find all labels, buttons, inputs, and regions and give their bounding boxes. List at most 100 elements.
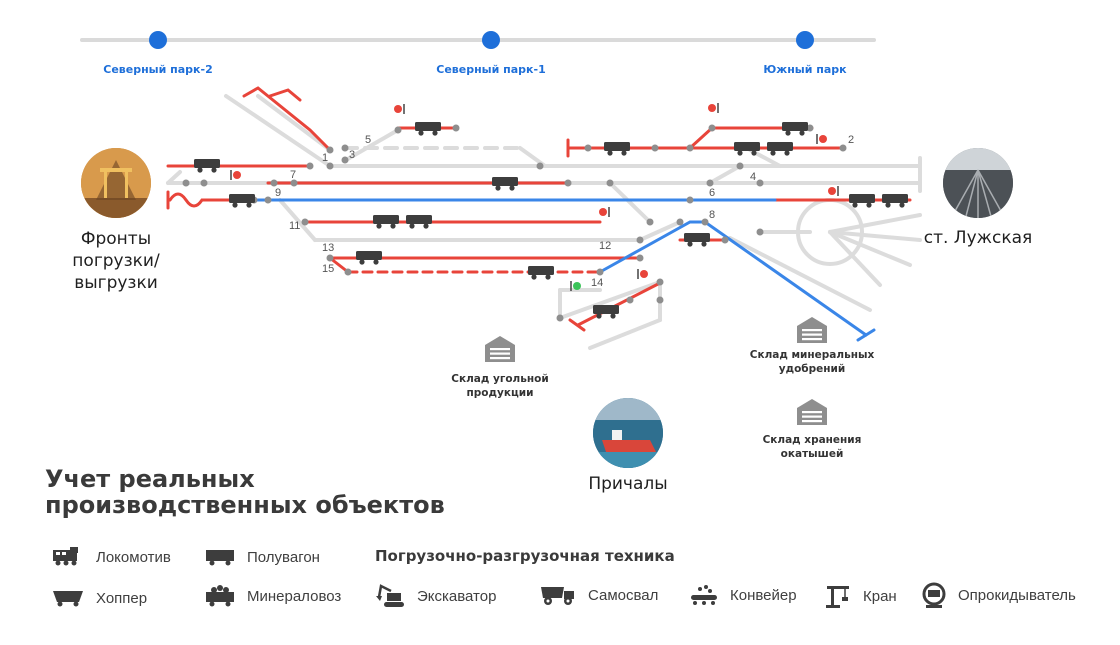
legend-label: Хоппер: [96, 589, 148, 607]
wagon: [373, 215, 399, 229]
svg-text:окатышей: окатышей: [781, 448, 844, 460]
wagon: [849, 194, 875, 208]
mineral-car-icon: [206, 585, 234, 607]
wagon: [782, 122, 808, 136]
wagon: [593, 305, 619, 319]
signal-green: [570, 281, 581, 291]
legend-label: Опрокидыватель: [958, 586, 1076, 604]
legend-item-crane: Кран: [825, 583, 897, 609]
hopper-icon: [53, 591, 83, 607]
svg-text:Склад угольной: Склад угольной: [451, 373, 548, 385]
svg-text:продукции: продукции: [467, 387, 534, 399]
track-number: 1: [322, 152, 328, 164]
track-number: 11: [289, 220, 300, 232]
title-line: производственных объектов: [45, 491, 445, 519]
track-number: 15: [322, 263, 334, 275]
svg-text:Склад хранения: Склад хранения: [763, 434, 862, 446]
track-number: 4: [750, 171, 756, 183]
fronts-label: Фронты погрузки/ выгрузки: [72, 229, 160, 293]
wagon: [406, 215, 432, 229]
warehouse-coal[interactable]: Склад угольной продукции: [451, 336, 549, 399]
legend-item-locomotive: Локомотив: [52, 547, 171, 567]
park-marker-south[interactable]: [796, 31, 814, 49]
warehouse-icon: [797, 317, 827, 343]
locomotive-icon: [53, 547, 78, 566]
park-label[interactable]: Южный парк: [763, 63, 847, 76]
switches: [182, 124, 847, 322]
dump-truck-icon: [541, 587, 574, 605]
wagon: [528, 266, 554, 280]
track-number: 13: [322, 242, 334, 254]
signal-red: [816, 134, 827, 144]
svg-text:Фронты: Фронты: [81, 229, 151, 249]
excavator-icon: [376, 584, 404, 607]
legend-label: Локомотив: [96, 548, 171, 566]
park-bar: Северный парк-2 Северный парк-1 Южный па…: [80, 31, 876, 76]
signal-red: [230, 170, 241, 180]
signal-red: [708, 103, 719, 113]
svg-text:погрузки/: погрузки/: [72, 251, 160, 271]
legend-label: Самосвал: [588, 586, 659, 604]
tipper-icon: [922, 582, 946, 608]
wagon: [194, 159, 220, 173]
legend-label: Минераловоз: [247, 587, 342, 605]
legend-item-dump-truck: Самосвал: [540, 583, 658, 607]
legend-item-gondola: Полувагон: [205, 547, 320, 567]
svg-text:удобрений: удобрений: [779, 363, 845, 375]
wagon: [767, 142, 793, 156]
station-label: ст. Лужская: [924, 228, 1032, 248]
track-number: 2: [848, 134, 854, 146]
wagon: [356, 251, 382, 265]
fronts-photo[interactable]: [81, 148, 151, 218]
warehouse-pellets[interactable]: Склад хранения окатышей: [763, 399, 862, 460]
legend-item-hopper: Хоппер: [52, 588, 147, 608]
legend-item-tipper: Опрокидыватель: [922, 580, 1076, 610]
svg-text:выгрузки: выгрузки: [74, 273, 158, 293]
legend-heading: Погрузочно-разгрузочная техника: [375, 547, 675, 565]
park-marker-north-1[interactable]: [482, 31, 500, 49]
wagon: [734, 142, 760, 156]
track-number: 7: [290, 169, 296, 181]
track-number: 5: [365, 134, 371, 146]
warehouse-icon: [485, 336, 515, 362]
warehouse-fertilizer[interactable]: Склад минеральных удобрений: [750, 317, 875, 375]
berths-photo[interactable]: [593, 398, 663, 470]
legend-label: Кран: [863, 587, 897, 605]
legend-label: Экскаватор: [417, 587, 497, 605]
track-number: 9: [275, 187, 281, 199]
track-number: 6: [709, 187, 715, 199]
title-line: Учет реальных: [45, 465, 255, 493]
station-photo[interactable]: [943, 148, 1013, 220]
park-label[interactable]: Северный парк-1: [436, 63, 546, 76]
track-numbers: 1 2 3 4 5 6 7 8 9 11 12 13 14 15: [275, 134, 854, 289]
wagon: [684, 233, 710, 247]
wagon: [604, 142, 630, 156]
signal-red: [599, 207, 610, 217]
track-number: 14: [591, 277, 603, 289]
gondola-icon: [206, 550, 234, 566]
page-title: Учет реальных производственных объектов: [45, 466, 505, 518]
signal-red: [394, 104, 405, 114]
legend-item-conveyor: Конвейер: [690, 583, 797, 607]
track-number: 8: [709, 209, 715, 221]
track-number: 3: [349, 149, 355, 161]
legend-label: Конвейер: [730, 586, 797, 604]
signal-red: [828, 186, 839, 196]
track-number: 12: [599, 240, 611, 252]
warehouse-icon: [797, 399, 827, 425]
legend-item-excavator: Экскаватор: [375, 583, 496, 609]
wagon: [229, 194, 255, 208]
svg-text:Склад минеральных: Склад минеральных: [750, 349, 875, 361]
park-marker-north-2[interactable]: [149, 31, 167, 49]
conveyor-icon: [691, 585, 717, 605]
wagon: [415, 122, 441, 136]
signal-red: [637, 269, 648, 279]
legend-label: Полувагон: [247, 548, 320, 566]
park-label[interactable]: Северный парк-2: [103, 63, 213, 76]
wagon: [882, 194, 908, 208]
crane-icon: [826, 586, 849, 608]
wagon: [492, 177, 518, 191]
berths-label: Причалы: [588, 474, 667, 494]
legend-item-mineral-car: Минераловоз: [205, 584, 341, 608]
